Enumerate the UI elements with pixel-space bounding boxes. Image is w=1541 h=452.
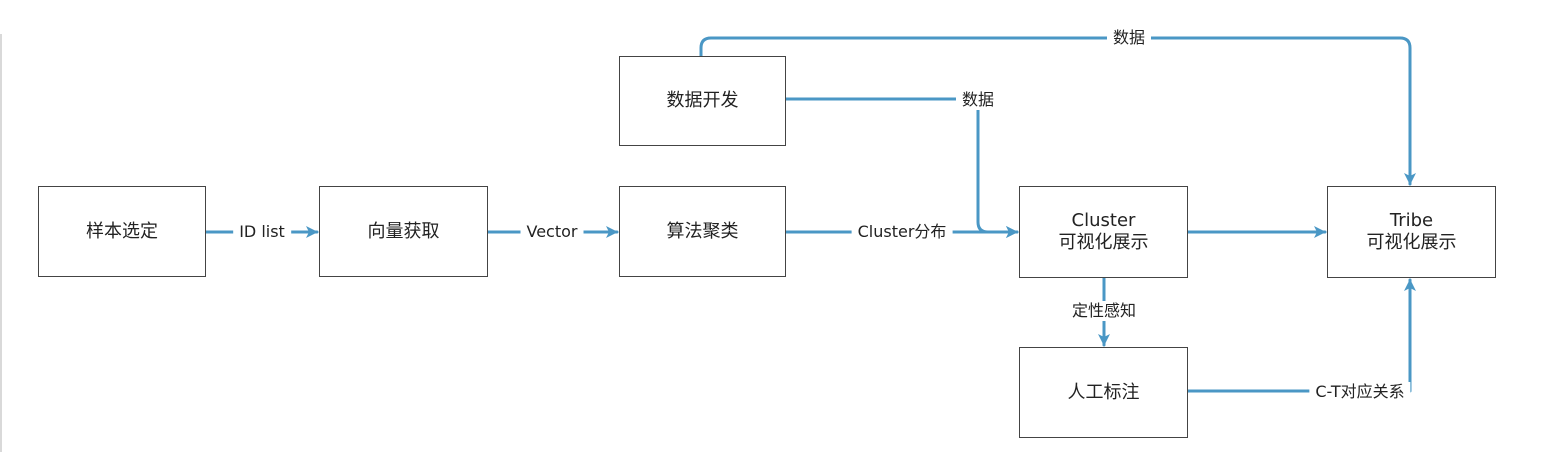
edge-label-ct-relation: C-T对应关系: [1309, 382, 1411, 402]
node-cluster-viz: Cluster 可视化展示: [1019, 186, 1188, 278]
edge-label-qualitative: 定性感知: [1065, 301, 1143, 321]
edge-label-id-list: ID list: [233, 222, 291, 242]
node-tribe-viz-line1: Tribe: [1389, 210, 1434, 231]
node-vector-fetch-label: 向量获取: [367, 220, 440, 242]
node-manual-label-label: 人工标注: [1067, 381, 1140, 403]
node-sample-select-label: 样本选定: [86, 220, 158, 242]
node-data-dev: 数据开发: [619, 56, 786, 146]
node-sample-select: 样本选定: [38, 186, 206, 277]
edge-data-top: [699, 36, 1416, 186]
node-algo-cluster-label: 算法聚类: [666, 220, 739, 242]
left-border-line: [0, 34, 2, 452]
edge-ct-relation: [1186, 278, 1416, 393]
node-vector-fetch: 向量获取: [319, 186, 488, 277]
node-manual-label: 人工标注: [1019, 347, 1188, 438]
edge-data-mid: [784, 97, 1019, 238]
edge-label-cluster-dist: Cluster分布: [851, 222, 953, 242]
node-cluster-viz-line1: Cluster: [1071, 210, 1136, 231]
edge-label-vector: Vector: [520, 222, 584, 242]
node-algo-cluster: 算法聚类: [619, 186, 786, 277]
node-cluster-viz-line2: 可视化展示: [1058, 232, 1149, 253]
node-tribe-viz: Tribe 可视化展示: [1327, 186, 1496, 278]
edge-label-data-mid: 数据: [955, 90, 1001, 110]
node-data-dev-label: 数据开发: [666, 90, 739, 111]
node-tribe-viz-line2: 可视化展示: [1366, 232, 1457, 253]
edge-label-data-top: 数据: [1106, 28, 1152, 48]
